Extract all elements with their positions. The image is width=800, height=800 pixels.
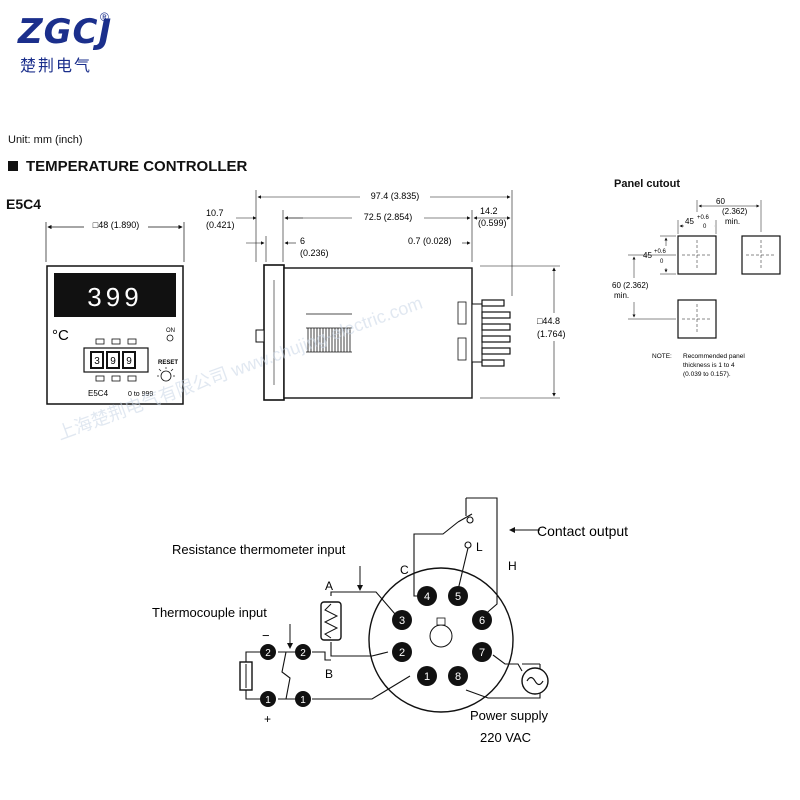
cutout-spacing-inch: (2.362) (722, 207, 748, 216)
panel-cutout-title: Panel cutout (614, 178, 681, 190)
cutout-vertical-spacing: 60 (2.362) (612, 281, 649, 290)
display-readout: 399 (87, 282, 142, 312)
terminal-a-label: A (325, 579, 333, 593)
contact-output-label: Contact output (537, 523, 628, 539)
hole-height-tol-plus: +0.6 (654, 249, 667, 255)
logo-brand-text: ZGCJ (18, 12, 113, 52)
tc-terminal-label: 1 (265, 695, 271, 706)
front-view: □48 (1.890) 399 °C ON 3 9 9 RESET (45, 219, 185, 405)
resistance-thermometer-icon (320, 601, 342, 641)
thumbwheel-digit[interactable]: 3 (94, 356, 100, 367)
total-length-dimension: 97.4 (3.835) (371, 191, 420, 201)
socket-pin (472, 610, 492, 630)
page-title-text: TEMPERATURE CONTROLLER (26, 158, 248, 175)
polarity-minus: − (262, 628, 270, 643)
cutout-spacing-min: min. (725, 217, 740, 226)
socket-pin (417, 666, 437, 686)
voltage-label: 220 VAC (480, 730, 531, 745)
socket-pin-label: 6 (479, 615, 485, 627)
height-dimension: □44.8 (537, 316, 560, 326)
gap-dimension: 0.7 (0.028) (408, 236, 452, 246)
tc-terminal-label: 1 (300, 695, 306, 706)
socket-pin (448, 666, 468, 686)
panel-cutout: 60 (2.362) min. 45 +0.6 0 45 +0.6 0 60 (… (610, 197, 781, 378)
logo-subtitle: 楚荆电气 (20, 58, 93, 75)
socket-pin-label: 4 (424, 591, 430, 603)
front-width-dimension: □48 (1.890) (93, 220, 139, 230)
body-length-dimension: 72.5 (2.854) (364, 212, 413, 222)
socket-key-hole (429, 624, 453, 648)
socket-pin (448, 586, 468, 606)
tc-terminal-label: 2 (300, 648, 306, 659)
note-line: thickness is 1 to 4 (683, 362, 735, 369)
height-inch: (1.764) (537, 329, 566, 339)
terminal-l-label: L (476, 540, 483, 554)
socket-pin (472, 642, 492, 662)
socket-pin (392, 610, 412, 630)
hole-width-tol-zero: 0 (703, 224, 707, 230)
bullet-square-icon (8, 161, 18, 171)
socket-pin-label: 2 (399, 647, 405, 659)
bezel-dimension: 10.7 (206, 208, 224, 218)
thumbwheel-digit[interactable]: 9 (110, 356, 116, 367)
front-range-label: 0 to 999 (128, 391, 153, 398)
celsius-symbol: °C (52, 327, 69, 344)
hole-height-tol-zero: 0 (660, 259, 664, 265)
tc-terminal-label: 2 (265, 648, 271, 659)
note-line: Recommended panel (683, 353, 745, 360)
pin-length-dimension: 14.2 (480, 206, 498, 216)
hole-height: 45 (643, 251, 652, 260)
cutout-vertical-min: min. (614, 291, 629, 300)
pin-length-inch: (0.599) (478, 218, 507, 228)
unit-label: Unit: mm (inch) (8, 134, 83, 146)
note-line: (0.039 to 0.157). (683, 371, 731, 378)
on-led-icon (166, 334, 174, 342)
thermocouple-input-label: Thermocouple input (152, 605, 267, 620)
flange-dimension: 6 (300, 236, 305, 246)
cutout-spacing: 60 (716, 197, 725, 206)
socket-pin-label: 5 (455, 591, 461, 603)
socket-pin-label: 1 (424, 671, 430, 683)
thumbwheel-digit[interactable]: 9 (126, 356, 132, 367)
on-indicator-label: ON (166, 328, 175, 334)
model-name: E5C4 (6, 196, 42, 212)
hole-width: 45 (685, 217, 694, 226)
side-body (283, 267, 473, 399)
bezel-inch: (0.421) (206, 220, 235, 230)
hole-width-tol-plus: +0.6 (697, 215, 710, 221)
socket-pin-label: 8 (455, 671, 461, 683)
socket-pin-label: 7 (479, 647, 485, 659)
note-label: NOTE: (652, 353, 672, 360)
terminal-b-label: B (325, 667, 333, 681)
socket-pin-label: 3 (399, 615, 405, 627)
flange-inch: (0.236) (300, 248, 329, 258)
socket-pin (392, 642, 412, 662)
side-view: 97.4 (3.835) 72.5 (2.854) 14.2 (0.599) 1… (206, 189, 575, 401)
front-model-label: E5C4 (88, 389, 109, 398)
reset-knob-icon[interactable] (160, 370, 172, 382)
terminal-h-label: H (508, 559, 517, 573)
polarity-plus: + (264, 712, 271, 726)
power-supply-label: Power supply (470, 708, 549, 723)
resistance-input-label: Resistance thermometer input (172, 542, 346, 557)
socket-pin (417, 586, 437, 606)
wiring-diagram: 1 2 3 4 5 6 7 8 2 1 2 1 Contact output Resistan… (152, 497, 628, 745)
display-window (54, 273, 176, 317)
logo-registered-mark: ® (100, 10, 109, 24)
reset-label: RESET (158, 360, 178, 366)
terminal-c-label: C (400, 563, 409, 577)
page-title: TEMPERATURE CONTROLLER (8, 158, 247, 175)
